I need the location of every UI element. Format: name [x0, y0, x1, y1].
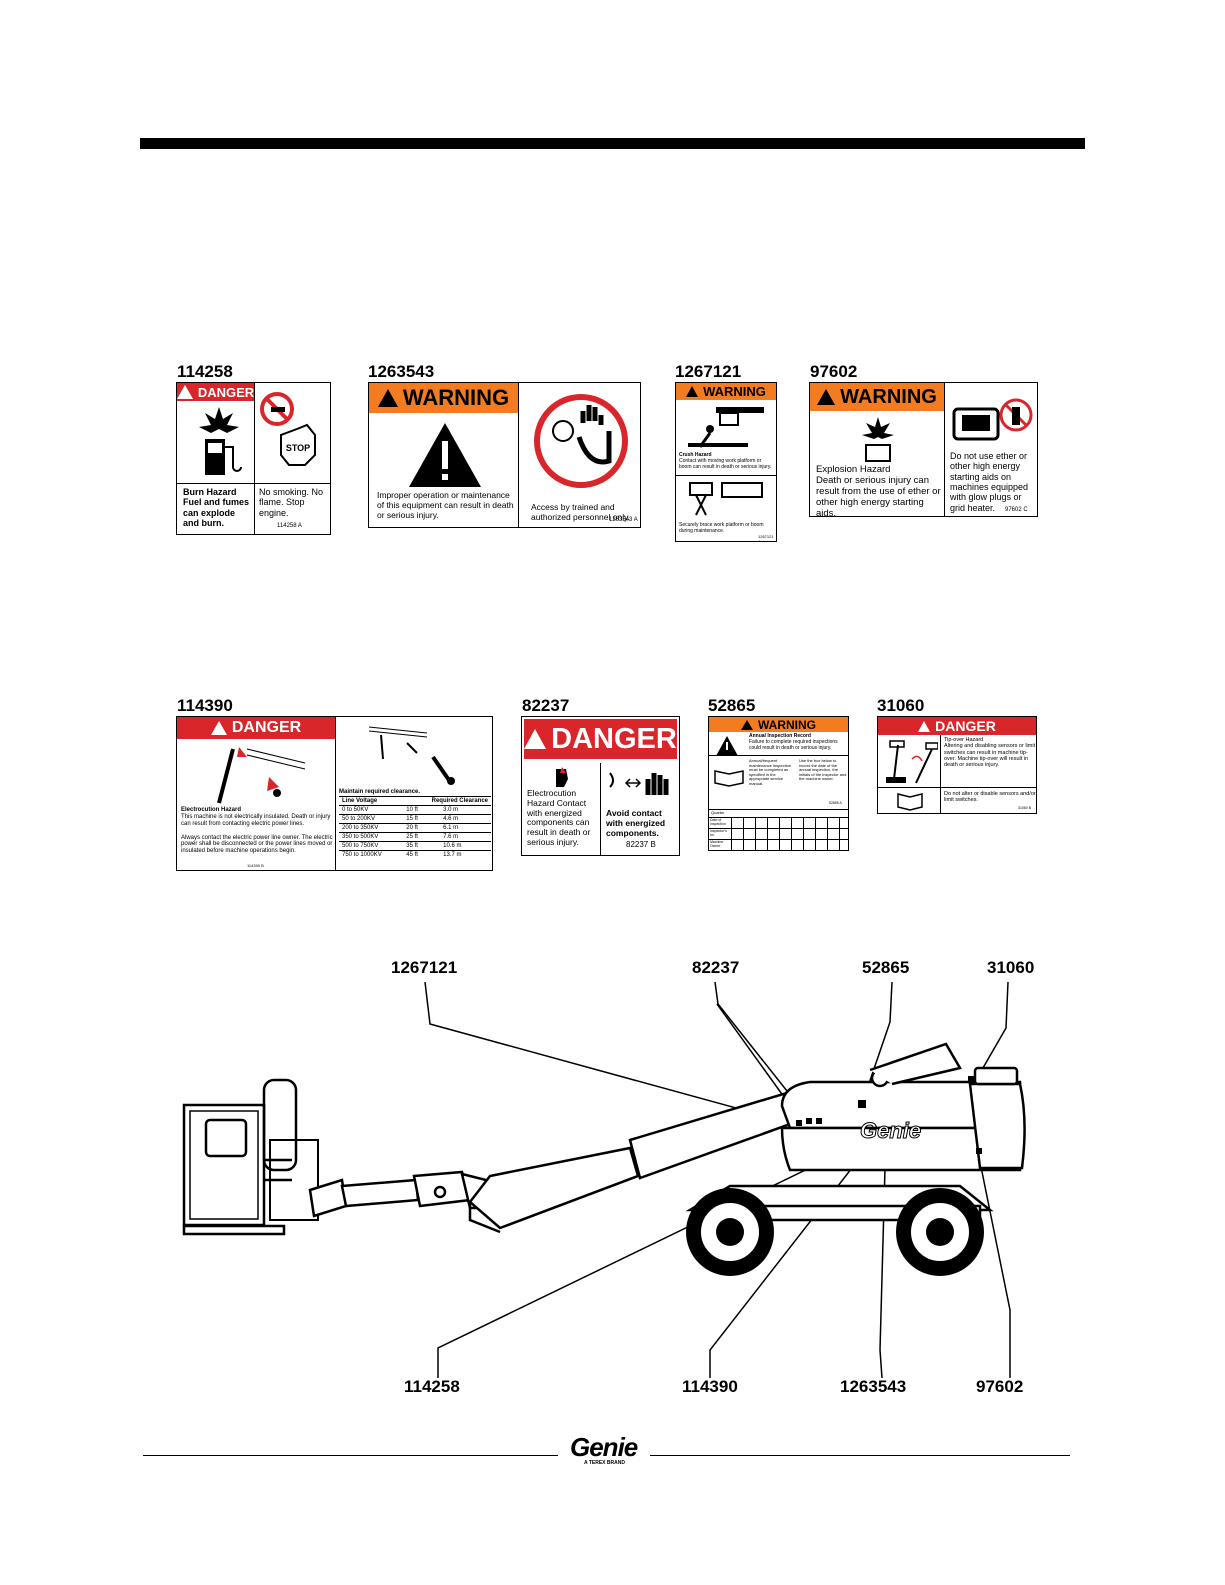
brace-platform-icon — [689, 482, 763, 516]
callout-1263543: 1263543 — [840, 1377, 907, 1396]
warning-triangle-icon — [716, 736, 738, 756]
callout-114258: 114258 — [404, 1377, 460, 1396]
inspection-grid: Date of Inspection Inspector's Ini. Mach… — [709, 817, 848, 850]
decal-header: WARNING — [709, 717, 848, 732]
callout-97602: 97602 — [976, 1377, 1024, 1396]
fuel-pump-explosion-icon — [199, 407, 242, 475]
decal-number-82237: 82237 — [522, 696, 570, 715]
decal-header: DANGER — [177, 383, 254, 401]
decal-82237: DANGER Electrocution Hazard Contact with… — [521, 716, 680, 856]
part-number: 1263543 A — [609, 517, 638, 523]
part-number: 52865 A — [829, 801, 842, 805]
footer-tagline: A TEREX BRAND — [584, 1460, 625, 1466]
platform-basket — [182, 1078, 319, 1236]
part-number: 97602 C — [1005, 507, 1028, 513]
wheels — [686, 1188, 984, 1276]
no-smoking-stop-engine-icon: STOP — [260, 392, 316, 466]
callout-1267121: 1267121 — [391, 958, 458, 977]
decal-right-text: No smoking. No flame. Stop engine. — [259, 487, 324, 518]
footer-rule-left — [143, 1455, 558, 1456]
avoid-contact-icon — [609, 772, 669, 795]
callout-82237: 82237 — [692, 958, 740, 977]
decal-114390: DANGER Electrocution Hazard This machine… — [176, 716, 493, 871]
decal-left-col: Annual/frequent maintenance inspection m… — [749, 758, 792, 786]
clearance-boom-icon — [368, 726, 455, 785]
decal-header: DANGER — [878, 717, 1036, 735]
no-ether-engine-icon — [952, 398, 1033, 441]
part-number: 82237 B — [626, 840, 656, 849]
crush-hazard-icon — [688, 407, 764, 448]
electrocution-boom-icon — [217, 747, 306, 804]
decal-right-text: Do not use ether or other high energy st… — [950, 451, 1029, 513]
boom-lift-diagram: Genie — [182, 981, 1026, 1379]
decal-number-97602: 97602 — [810, 362, 858, 381]
part-number: 1267121 A — [758, 534, 774, 542]
grid-row-label: Inspector's Ini. — [710, 829, 727, 837]
part-number: 114390 B — [247, 863, 264, 868]
part-number: 114258 A — [277, 523, 302, 529]
decal-bottom-text: Do not alter or disable sensors and/or l… — [944, 791, 1036, 804]
decal-114258: DANGER STOP Burn Hazard Fuel and fumes c… — [176, 382, 331, 535]
no-access-hand-icon — [534, 394, 628, 488]
explosion-engine-icon — [862, 417, 894, 462]
decal-number-52865: 52865 — [708, 696, 756, 715]
decal-number-114390: 114390 — [177, 696, 233, 715]
decal-number-114258: 114258 — [177, 362, 233, 381]
decal-left-text: Electrocution Hazard This machine is not… — [181, 807, 333, 855]
manual-book-icon — [897, 793, 923, 811]
main-boom — [468, 1084, 820, 1234]
decal-header: DANGER — [524, 719, 677, 759]
footer-rule-right — [650, 1455, 1070, 1456]
decal-bottom-text: Securely brace work platform or boom dur… — [679, 522, 764, 534]
decal-1263543: WARNING Improper operation or maintenanc… — [368, 382, 641, 528]
callout-114390: 114390 — [682, 1377, 738, 1396]
decal-number-1263543: 1263543 — [368, 362, 435, 381]
decal-left-text: Improper operation or maintenance of thi… — [377, 490, 514, 520]
grid-title: Quarter — [711, 810, 725, 815]
footer-genie-logo: Genie — [570, 1432, 638, 1462]
decal-header: DANGER — [177, 717, 335, 739]
decal-left-text: Burn Hazard Fuel and fumes can explode a… — [183, 487, 250, 529]
electrocution-hand-icon — [556, 767, 568, 787]
decal-header: WARNING — [369, 383, 518, 413]
decal-header: WARNING — [676, 383, 776, 400]
decal-header: WARNING — [810, 383, 944, 411]
turntable — [780, 1042, 1026, 1172]
decal-number-1267121: 1267121 — [675, 362, 742, 381]
part-number: 31060 B — [1018, 806, 1032, 810]
callout-52865: 52865 — [862, 958, 910, 977]
decal-right-text: Access by trained and authorized personn… — [531, 502, 631, 522]
warning-triangle-icon — [409, 423, 481, 487]
decal-right-col: Use the box below to record the date of … — [799, 758, 847, 782]
grid-row-label: Date of Inspection — [710, 818, 726, 826]
decal-right-text: Avoid contact with energized components. — [606, 808, 666, 838]
clearance-table: Maintain required clearance. Line Voltag… — [339, 789, 491, 859]
jib-boom — [308, 1170, 492, 1218]
grid-row-label: Machine Owner — [710, 840, 724, 848]
manual-book-icon — [714, 770, 744, 787]
decal-number-31060: 31060 — [877, 696, 925, 715]
callout-31060: 31060 — [987, 958, 1035, 977]
stop-text: STOP — [286, 443, 310, 453]
decal-left-text: Electrocution Hazard Contact with energi… — [527, 788, 591, 847]
tip-over-icon — [886, 740, 938, 784]
machine-genie-logo: Genie — [860, 1118, 921, 1143]
top-rule — [140, 138, 1085, 149]
